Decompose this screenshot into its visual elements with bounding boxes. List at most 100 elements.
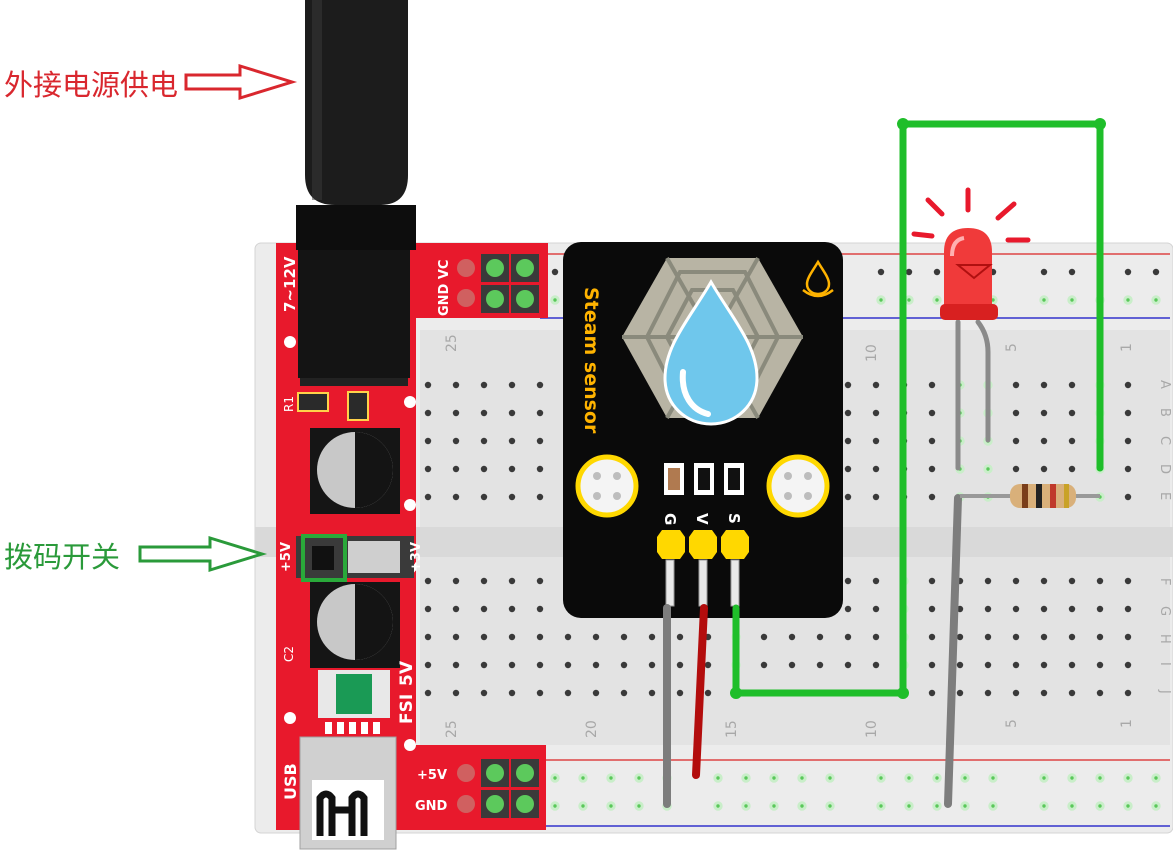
breadboard-hole — [452, 633, 460, 641]
breadboard-hole — [536, 689, 544, 697]
breadboard-hole — [1096, 577, 1104, 585]
breadboard-hole — [816, 661, 824, 669]
breadboard-hole — [424, 493, 432, 501]
breadboard-hole — [564, 689, 572, 697]
breadboard-hole — [620, 661, 628, 669]
breadboard-hole — [550, 801, 560, 811]
breadboard-hole — [1012, 661, 1020, 669]
usb-label: USB — [281, 763, 300, 800]
breadboard-hole — [741, 773, 751, 783]
led — [911, 187, 1031, 320]
breadboard-hole — [1012, 465, 1020, 473]
breadboard-hole — [551, 268, 559, 276]
breadboard-hole — [933, 268, 941, 276]
wires — [663, 120, 1104, 808]
breadboard-hole — [872, 381, 880, 389]
breadboard-hole — [480, 605, 488, 613]
breadboard-hole — [1124, 605, 1132, 613]
breadboard-hole — [960, 801, 970, 811]
breadboard-hole — [1124, 661, 1132, 669]
breadboard-hole — [536, 437, 544, 445]
breadboard-hole — [508, 661, 516, 669]
breadboard-hole — [1012, 381, 1020, 389]
breadboard-hole — [877, 268, 885, 276]
arrow-right-icon — [138, 535, 268, 573]
breadboard-hole — [634, 801, 644, 811]
breadboard-hole — [536, 381, 544, 389]
breadboard-hole — [872, 409, 880, 417]
breadboard-hole — [536, 409, 544, 417]
breadboard-hole — [480, 633, 488, 641]
breadboard-hole — [1012, 409, 1020, 417]
breadboard-hole — [1040, 661, 1048, 669]
breadboard-hole — [816, 633, 824, 641]
fuse-label: FSI — [397, 694, 417, 724]
row-letter: I — [1157, 662, 1172, 666]
breadboard-hole — [1124, 577, 1132, 585]
switch-highlight — [301, 534, 347, 582]
breadboard-hole — [620, 689, 628, 697]
power-annotation: 外接电源供电 — [4, 68, 179, 102]
breadboard-hole — [769, 801, 779, 811]
header-label: GND VC — [437, 260, 452, 316]
breadboard-hole — [480, 381, 488, 389]
breadboard-hole — [564, 633, 572, 641]
breadboard-hole — [984, 633, 992, 641]
breadboard-hole — [760, 661, 768, 669]
breadboard-hole — [1096, 633, 1104, 641]
breadboard-hole — [1040, 381, 1048, 389]
row-letter: G — [1157, 606, 1172, 616]
breadboard-hole — [1096, 605, 1104, 613]
breadboard-hole — [984, 577, 992, 585]
breadboard-hole — [844, 493, 852, 501]
steam-sensor: Steam sensor G V S — [563, 242, 843, 618]
c2-label: C2 — [282, 646, 296, 662]
breadboard-hole — [452, 409, 460, 417]
breadboard-hole — [452, 577, 460, 585]
breadboard-hole — [1040, 633, 1048, 641]
breadboard-hole — [536, 577, 544, 585]
r1-label: R1 — [282, 396, 296, 412]
breadboard-hole — [424, 605, 432, 613]
breadboard-hole — [704, 661, 712, 669]
breadboard-hole — [1151, 801, 1161, 811]
breadboard-hole — [578, 801, 588, 811]
breadboard-hole — [769, 773, 779, 783]
breadboard-hole — [960, 773, 970, 783]
breadboard-hole — [1040, 689, 1048, 697]
breadboard-hole — [713, 801, 723, 811]
breadboard-hole — [1123, 801, 1133, 811]
breadboard-hole — [1068, 605, 1076, 613]
breadboard-hole — [452, 437, 460, 445]
breadboard-hole — [452, 493, 460, 501]
breadboard-hole — [928, 437, 936, 445]
breadboard-hole — [536, 493, 544, 501]
breadboard-hole — [904, 295, 914, 305]
breadboard-hole — [592, 661, 600, 669]
breadboard-hole — [1096, 661, 1104, 669]
breadboard-hole — [1124, 465, 1132, 473]
breadboard-hole — [741, 801, 751, 811]
breadboard-hole — [872, 661, 880, 669]
breadboard-hole — [1040, 268, 1048, 276]
breadboard-hole — [508, 437, 516, 445]
breadboard-hole — [1068, 268, 1076, 276]
breadboard-hole — [508, 605, 516, 613]
bulb-rays-icon — [911, 187, 1031, 243]
breadboard-hole — [844, 409, 852, 417]
breadboard-hole — [928, 465, 936, 473]
breadboard-hole — [1152, 268, 1160, 276]
breadboard-hole — [508, 633, 516, 641]
breadboard-hole — [676, 689, 684, 697]
resistor — [960, 484, 1100, 508]
breadboard-hole — [508, 577, 516, 585]
breadboard-hole — [1068, 437, 1076, 445]
breadboard-hole — [578, 773, 588, 783]
breadboard-hole — [550, 773, 560, 783]
breadboard-hole — [1040, 465, 1048, 473]
col-number-bottom: 10 — [864, 720, 880, 738]
breadboard-hole — [452, 605, 460, 613]
breadboard-hole — [1012, 437, 1020, 445]
breadboard-hole — [932, 295, 942, 305]
breadboard-hole — [648, 661, 656, 669]
